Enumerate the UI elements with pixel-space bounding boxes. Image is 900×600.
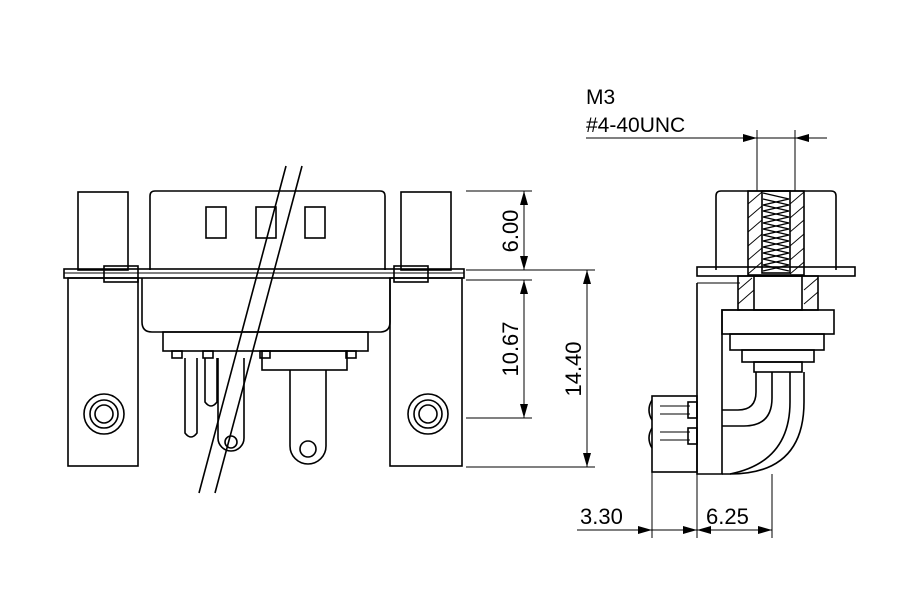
pin-2 (204, 358, 218, 407)
front-view (63, 165, 465, 494)
dsub-shell-rear (141, 278, 391, 333)
dsub-shell-top (149, 190, 386, 270)
dim-height-total: 14.40 (561, 341, 586, 396)
right-mounting-hole (407, 393, 449, 435)
bent-contact-outer (722, 372, 791, 475)
dim-arrow (583, 453, 591, 467)
dim-arrow (638, 526, 652, 534)
dim-side-right: 6.25 (706, 504, 749, 529)
pcb-clip (651, 395, 698, 473)
break-line-2 (214, 165, 303, 494)
contact-window-1 (205, 206, 227, 239)
dim-arrow (520, 256, 528, 270)
dim-arrow (743, 134, 757, 142)
thread-note-metric: M3 (586, 86, 615, 109)
coax-housing (261, 350, 348, 371)
dim-arrow (683, 526, 697, 534)
left-mounting-hole (83, 393, 125, 435)
flange-clip-right (393, 265, 429, 283)
flange-clip-left (103, 265, 139, 283)
dim-arrow (520, 191, 528, 205)
dim-arrow (758, 526, 772, 534)
dim-arrow (795, 134, 809, 142)
side-dimensions: M3 #4-40UNC 3.30 6.25 (577, 86, 827, 538)
contact-window-2 (255, 206, 277, 239)
dim-side-left: 3.30 (580, 504, 623, 529)
side-view (648, 190, 856, 475)
dim-arrow (697, 526, 711, 534)
insulator (162, 331, 369, 352)
coax-contact-center (217, 358, 245, 452)
break-line-1 (198, 165, 287, 494)
pin-1 (184, 358, 198, 438)
nut-hatch (737, 277, 819, 305)
contact-window-3 (304, 206, 326, 239)
front-dimensions: 6.00 10.67 14.40 (466, 190, 595, 468)
insert-hatch-right (789, 191, 805, 275)
dim-height-lower: 10.67 (498, 321, 523, 376)
right-jackscrew-block (400, 191, 452, 271)
insert-hatch-left (747, 191, 763, 275)
dim-height-upper: 6.00 (498, 210, 523, 253)
left-jackscrew-block (77, 191, 129, 271)
bent-contact-inner (722, 372, 757, 411)
dim-arrow (520, 404, 528, 418)
dim-arrow (583, 270, 591, 284)
side-jackscrew-block (715, 190, 837, 270)
coax-contact-right (289, 370, 327, 465)
dim-arrow (520, 280, 528, 294)
right-bracket (389, 277, 463, 467)
side-body (721, 309, 835, 335)
thread-note-unc: #4-40UNC (586, 114, 685, 137)
side-bracket (696, 283, 740, 475)
left-bracket (67, 277, 139, 467)
